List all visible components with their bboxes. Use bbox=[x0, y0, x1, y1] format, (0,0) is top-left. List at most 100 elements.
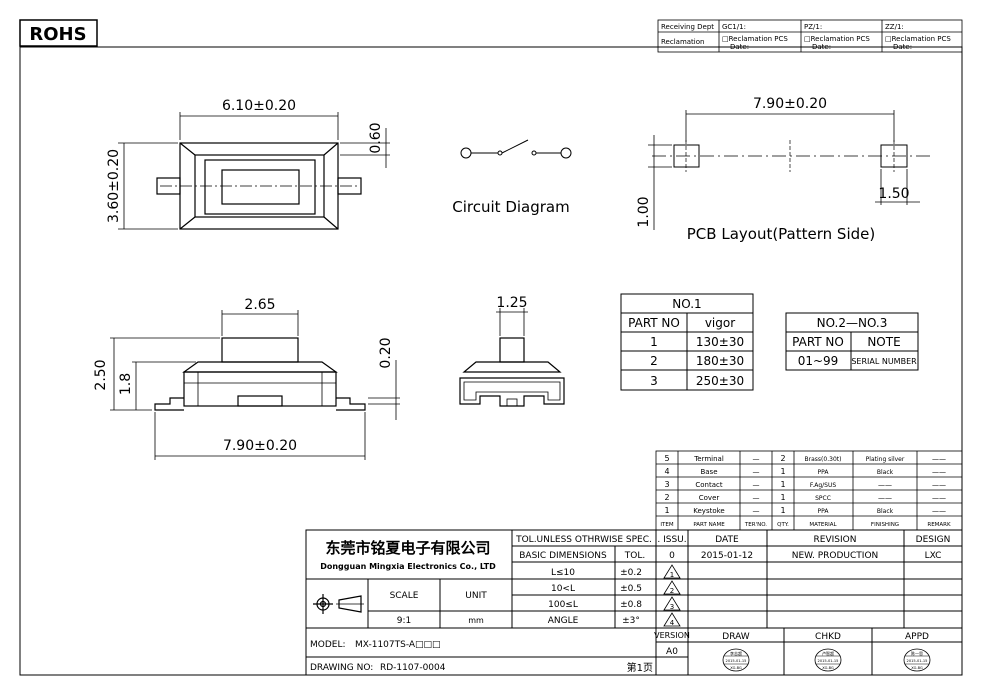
version-value: A0 bbox=[666, 647, 678, 657]
bom-row-1-material: PPA bbox=[818, 508, 830, 515]
rev-mark-2: 2 bbox=[670, 587, 674, 595]
bom-row-5-name: Terminal bbox=[693, 455, 724, 463]
draw-header: DRAW bbox=[722, 632, 749, 642]
tol-row-4-val: ±3° bbox=[622, 616, 640, 626]
top-width-dim: 6.10±0.20 bbox=[222, 98, 296, 114]
tol-row-1-range: L≤10 bbox=[551, 568, 575, 578]
issu-header: . ISSU. bbox=[657, 535, 686, 545]
tol-row-4-range: ANGLE bbox=[548, 616, 579, 626]
bom-row-2-item: 2 bbox=[664, 493, 669, 502]
top-inner-dim: 0.60 bbox=[368, 122, 384, 153]
bom-row-1-remark: —— bbox=[932, 507, 946, 515]
version-header: VERSION bbox=[654, 631, 690, 640]
serial-header-note: NOTE bbox=[867, 335, 900, 349]
pcb-pad-width-dim: 1.50 bbox=[878, 186, 909, 202]
gc-label: GC1/1: bbox=[722, 23, 746, 31]
rev-mark-3: 3 bbox=[670, 603, 674, 611]
model-value: MX-1107TS-A□□□ bbox=[355, 640, 441, 650]
bom-row-5-remark: —— bbox=[932, 455, 946, 463]
pcb-layout bbox=[652, 140, 930, 172]
bom-row-5-ter: — bbox=[753, 455, 760, 463]
top-view bbox=[156, 142, 362, 230]
bom-header-material: MATERIAL bbox=[809, 522, 837, 528]
force-header-part: PART NO bbox=[628, 316, 680, 330]
date-value: 2015-01-12 bbox=[701, 551, 753, 561]
bom-row-2-finish: —— bbox=[878, 494, 892, 502]
basic-dimensions: BASIC DIMENSIONS bbox=[519, 551, 607, 561]
side-view bbox=[154, 337, 366, 411]
bom-header-item: ITEM bbox=[660, 522, 673, 528]
svg-text:2015-01-15: 2015-01-15 bbox=[818, 659, 839, 663]
side-lead-dim: 0.20 bbox=[378, 337, 394, 368]
reclamation-pcs-3: □Reclamation PCS bbox=[885, 35, 951, 43]
svg-text:卢智超: 卢智超 bbox=[822, 650, 834, 656]
side-body-height-dim: 1.8 bbox=[118, 373, 134, 395]
bom-row-5-material: Brass(0.30t) bbox=[805, 456, 842, 463]
bom-header-remark: REMARK bbox=[927, 522, 951, 528]
model-label: MODEL: bbox=[310, 640, 346, 650]
receiving-dept-label: Receiving Dept bbox=[661, 23, 714, 31]
tol-row-2-val: ±0.5 bbox=[620, 584, 642, 594]
force-table-title: NO.1 bbox=[672, 297, 701, 311]
tol-label: TOL. bbox=[624, 551, 645, 561]
tol-row-1-val: ±0.2 bbox=[620, 568, 642, 578]
bom-header-name: PART NAME bbox=[693, 522, 725, 528]
bom-row-1-ter: — bbox=[753, 507, 760, 515]
drawing-no-value: RD-1107-0004 bbox=[380, 663, 446, 673]
bom-row-3-material: F.Ag/SUS bbox=[810, 482, 837, 489]
bom-row-4-material: PPA bbox=[818, 469, 830, 476]
serial-table bbox=[785, 312, 919, 371]
drawing-no-label: DRAWING NO: bbox=[310, 663, 373, 673]
chkd-stamp: 卢智超 2015-01-15 XG-BG bbox=[814, 648, 842, 672]
svg-text:2015-01-15: 2015-01-15 bbox=[726, 659, 747, 663]
revision-value: NEW. PRODUCTION bbox=[792, 551, 879, 561]
issu-value: 0 bbox=[669, 551, 675, 561]
bom-header-ter: TER'NO. bbox=[744, 522, 767, 528]
side-overall-height-dim: 2.50 bbox=[93, 359, 109, 390]
design-value: LXC bbox=[925, 551, 942, 561]
pcb-pitch-dim: 7.90±0.20 bbox=[753, 96, 827, 112]
svg-text:2015-01-15: 2015-01-15 bbox=[907, 659, 928, 663]
date-header: DATE bbox=[715, 535, 739, 545]
bom-row-1-finish: Black bbox=[877, 508, 894, 515]
bom-row-4-name: Base bbox=[700, 468, 717, 476]
serial-header-part: PART NO bbox=[792, 335, 844, 349]
force-row-3-vigor: 250±30 bbox=[696, 374, 744, 388]
date-1: Date: bbox=[730, 43, 749, 51]
rev-mark-4: 4 bbox=[670, 619, 675, 627]
force-header-vigor: vigor bbox=[705, 316, 735, 330]
bom-header-finish: FINISHING bbox=[871, 522, 899, 528]
side-top-width-dim: 2.65 bbox=[244, 297, 275, 313]
scale-header: SCALE bbox=[390, 591, 419, 601]
bom-row-2-remark: —— bbox=[932, 494, 946, 502]
appd-header: APPD bbox=[905, 632, 929, 642]
title-block bbox=[305, 529, 963, 676]
unit-header: UNIT bbox=[465, 591, 487, 601]
bom-row-2-qty: 1 bbox=[780, 493, 785, 502]
bom-row-2-material: SPCC bbox=[815, 495, 831, 502]
bom-row-3-finish: —— bbox=[878, 481, 892, 489]
chkd-header: CHKD bbox=[815, 632, 841, 642]
serial-table-title: NO.2—NO.3 bbox=[817, 316, 888, 330]
force-row-1-vigor: 130±30 bbox=[696, 335, 744, 349]
appd-stamp: 陈一思 2015-01-15 XG-BG bbox=[903, 648, 931, 672]
bom-row-4-ter: — bbox=[753, 468, 760, 476]
force-row-1-part: 1 bbox=[650, 335, 658, 349]
pcb-label: PCB Layout(Pattern Side) bbox=[687, 225, 875, 243]
bom-row-3-qty: 1 bbox=[780, 480, 785, 489]
svg-text:李志超: 李志超 bbox=[730, 650, 742, 656]
bom-row-5-item: 5 bbox=[664, 454, 669, 463]
zz-label: ZZ/1: bbox=[885, 23, 904, 31]
circuit-label: Circuit Diagram bbox=[452, 198, 569, 216]
svg-text:陈一思: 陈一思 bbox=[911, 650, 923, 656]
svg-text:XG-BG: XG-BG bbox=[822, 666, 834, 670]
force-row-3-part: 3 bbox=[650, 374, 658, 388]
bom-row-3-ter: — bbox=[753, 481, 760, 489]
force-row-2-part: 2 bbox=[650, 354, 658, 368]
bom-row-3-remark: —— bbox=[932, 481, 946, 489]
bom-row-3-name: Contact bbox=[695, 481, 722, 489]
bom-row-4-finish: Black bbox=[877, 469, 894, 476]
revision-marks bbox=[663, 564, 681, 627]
rohs-label: ROHS bbox=[29, 24, 86, 45]
